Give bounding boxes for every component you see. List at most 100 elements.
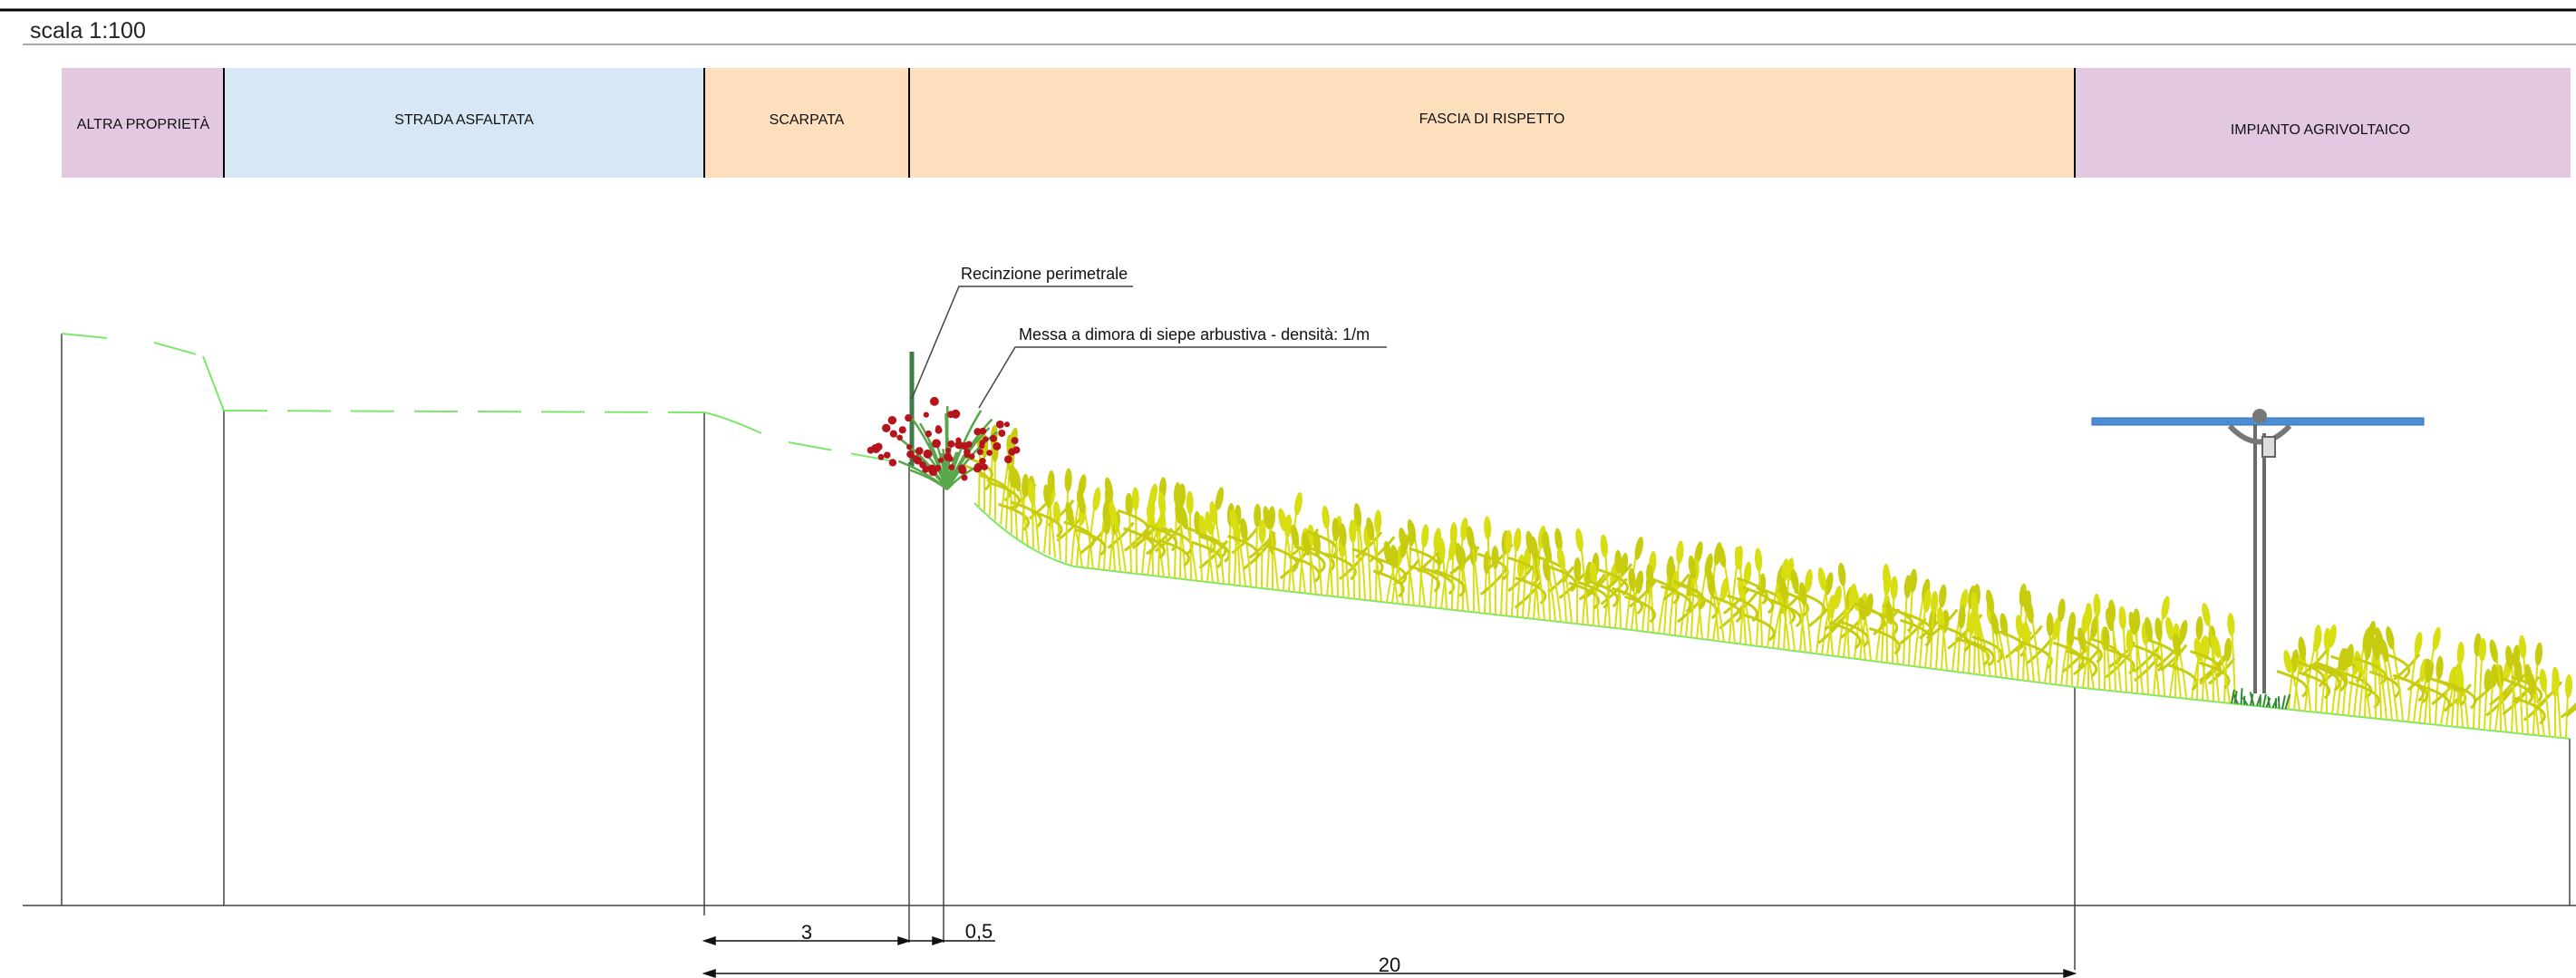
- wheat-ear: [2564, 673, 2572, 698]
- wheat-leaf: [2070, 635, 2103, 663]
- hedge-berry: [957, 464, 966, 473]
- hedge-berry: [889, 430, 897, 438]
- wheat-ear: [1589, 561, 1598, 586]
- wheat-ear: [2106, 607, 2115, 632]
- wheat-ear: [2165, 616, 2174, 641]
- wheat-leaf: [1031, 509, 1063, 538]
- wheat-leaf: [1545, 564, 1577, 593]
- wheat-ear: [2178, 619, 2188, 644]
- wheat-ear: [1353, 503, 1362, 527]
- band-altra-proprieta: [62, 68, 224, 178]
- grass-blade: [2232, 694, 2239, 705]
- wheat-ear: [2552, 666, 2560, 691]
- wheat-ear: [2414, 632, 2423, 655]
- wheat-ear: [1634, 537, 1643, 560]
- wheat-leaf: [1279, 552, 1307, 580]
- section-verticals: [61, 334, 2571, 970]
- wheat-leaf: [2435, 678, 2467, 706]
- band-label-impianto-agrivoltaico: IMPIANTO AGRIVOLTAICO: [2231, 122, 2410, 138]
- wheat-leaf: [2020, 641, 2053, 670]
- wheat-leaf: [1854, 602, 1885, 630]
- hedge-berry: [1003, 455, 1012, 464]
- hedge-berry: [947, 455, 954, 462]
- hedge-berry: [905, 414, 913, 422]
- wheat-ear: [2386, 625, 2395, 650]
- field-ground-line: [973, 502, 2571, 740]
- wheat-leaf: [2105, 651, 2133, 679]
- wheat-ear: [1254, 503, 1262, 528]
- crop-field: [959, 424, 2576, 739]
- ground-existing-dashed: [153, 342, 204, 357]
- wheat-leaf: [2146, 638, 2179, 667]
- wheat-ear: [1399, 527, 1408, 551]
- wheat-leaf: [1434, 569, 1466, 597]
- wheat-ear: [1125, 492, 1133, 517]
- wheat-leaf: [1154, 525, 1182, 553]
- band-strip: ALTRA PROPRIETÀ STRADA ASFALTATA SCARPAT…: [62, 68, 2571, 178]
- wheat-ear: [1574, 557, 1582, 581]
- wheat-ear: [1817, 566, 1826, 591]
- wheat-ear: [1743, 561, 1752, 586]
- wheat-ear: [2283, 650, 2292, 673]
- wheat-leaf: [1837, 619, 1870, 648]
- wheat-ear: [1076, 489, 1086, 514]
- tracker-panel: [2091, 409, 2425, 710]
- wheat-ear: [1556, 547, 1565, 571]
- wheat-ear: [2534, 642, 2543, 666]
- wheat-ear: [2364, 636, 2372, 661]
- wheat-ear: [2058, 598, 2066, 623]
- wheat-ear: [2432, 626, 2441, 651]
- band-fascia-di-rispetto: [909, 68, 2075, 178]
- band-label-strada-asfaltata: STRADA ASFALTATA: [394, 112, 534, 128]
- hedge-berry: [928, 467, 938, 477]
- wheat-leaf: [2316, 662, 2348, 690]
- wheat-leaf: [1157, 538, 1190, 567]
- scale-label: scala 1:100: [30, 18, 146, 44]
- hedge-berry: [935, 425, 942, 431]
- wheat-ear: [1931, 591, 1939, 615]
- wheat-ear: [1109, 501, 1118, 525]
- wheat-ear: [1230, 509, 1239, 533]
- slope-dashed: [788, 441, 910, 465]
- wheat-ear: [1985, 589, 1995, 614]
- wheat-ear: [2436, 655, 2444, 680]
- grass-blade: [2231, 689, 2235, 704]
- wheat-ear: [1332, 518, 1340, 542]
- wheat-leaf: [1408, 564, 1440, 593]
- wheat-leaf: [2418, 684, 2451, 712]
- wheat-ear: [1858, 596, 1867, 621]
- wheat-ear: [1676, 540, 1684, 565]
- hedge-berry: [923, 412, 929, 418]
- wheat-ear: [2161, 596, 2170, 620]
- wheat-leaf: [1375, 557, 1408, 586]
- wheat-ear: [2046, 612, 2054, 636]
- dim-arrow: [702, 968, 716, 978]
- hedge-branch: [940, 452, 949, 490]
- wheat-leaf: [2378, 650, 2411, 679]
- wheat-ear: [2118, 605, 2126, 630]
- wheat-leaf: [1672, 580, 1705, 608]
- wheat-leaf: [2445, 681, 2477, 710]
- wheat-ear: [1052, 500, 1060, 525]
- wheat-leaf: [1452, 546, 1480, 574]
- wheat-ear: [2090, 615, 2099, 639]
- wheat-ear: [1600, 534, 1608, 558]
- wheat-leaf: [1227, 534, 1260, 563]
- wheat-leaf: [1123, 527, 1156, 556]
- wheat-ear: [1738, 577, 1746, 601]
- wheat-ear: [1215, 487, 1225, 510]
- wheat-leaf: [1198, 535, 1231, 563]
- wheat-ear: [2227, 613, 2235, 637]
- wheat-ear: [1291, 524, 1300, 548]
- ground-profile: [61, 333, 2571, 740]
- ground-existing-solid: [202, 355, 225, 412]
- wheat-ear: [1012, 468, 1022, 492]
- wheat-ear: [1973, 615, 1982, 640]
- wheat-ear: [1022, 473, 1030, 498]
- grass-blade: [2281, 695, 2286, 710]
- wheat-leaf: [1963, 638, 1996, 666]
- hedge-berry: [896, 434, 903, 441]
- wheat-ear: [1064, 468, 1072, 492]
- wheat-ear: [1484, 516, 1492, 540]
- hedge-berry: [979, 442, 985, 450]
